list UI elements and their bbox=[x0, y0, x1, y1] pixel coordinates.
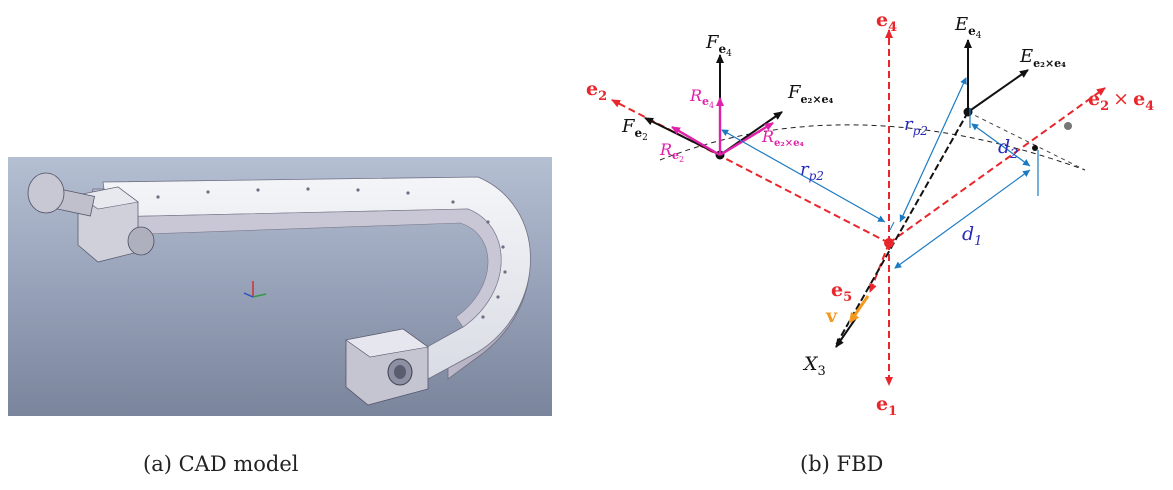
pin bbox=[127, 226, 155, 256]
label-X3: X3 bbox=[802, 353, 826, 379]
velocity-arrow bbox=[848, 295, 870, 324]
cad-model-image bbox=[8, 157, 552, 416]
label-F-e4: Fe4 bbox=[705, 32, 732, 59]
label-e5: e5 bbox=[831, 279, 852, 305]
label-e4: e4 bbox=[876, 9, 897, 35]
label-d1: d1 bbox=[962, 223, 982, 249]
R-e2-arrow bbox=[671, 125, 721, 157]
label-F-e2: Fe2 bbox=[621, 116, 648, 143]
label-F-e2xe4: Fe₂×e₄ bbox=[787, 82, 834, 106]
label-e2: e2 bbox=[586, 78, 607, 104]
label-R-e2xe4: Re₂×e₄ bbox=[761, 127, 805, 149]
x3-axis bbox=[835, 111, 969, 346]
dashed-arc bbox=[659, 124, 1086, 171]
E-e2xe4-arrow bbox=[967, 69, 1029, 113]
caption-cad-model: (a) CAD model bbox=[143, 452, 299, 476]
label-R-e2: Re2 bbox=[659, 140, 684, 164]
label-E-e4: Ee4 bbox=[954, 14, 982, 41]
label-rp2-left: rp2 bbox=[800, 159, 824, 183]
label-e1: e1 bbox=[876, 393, 897, 419]
coordinate-triad bbox=[243, 281, 267, 298]
rp2-right-dimension bbox=[899, 77, 967, 223]
caption-fbd: (b) FBD bbox=[800, 452, 884, 476]
knob bbox=[27, 172, 65, 214]
e5-axis bbox=[869, 242, 890, 293]
rp2-left-dimension bbox=[721, 129, 886, 223]
label-E-e2xe4: Ee₂×e₄ bbox=[1019, 46, 1066, 70]
ring-inner-wall bbox=[107, 208, 502, 328]
label-d2: d2 bbox=[998, 136, 1018, 162]
label-rp2-right: rp2 bbox=[904, 114, 928, 138]
fbd-diagram: e4 e1 e2 e5 e2×e4 Fe4 Fe2 Fe₂×e₄ Ee4 Ee₂… bbox=[586, 9, 1154, 419]
label-v: v bbox=[825, 305, 838, 327]
e2xe4-axis bbox=[888, 87, 1106, 244]
d1-dimension bbox=[894, 169, 1031, 269]
label-e2xe4: e2×e4 bbox=[1088, 88, 1154, 114]
label-R-e4: Re4 bbox=[689, 86, 714, 110]
center-node bbox=[884, 238, 894, 248]
d2-dimension bbox=[971, 123, 1031, 167]
